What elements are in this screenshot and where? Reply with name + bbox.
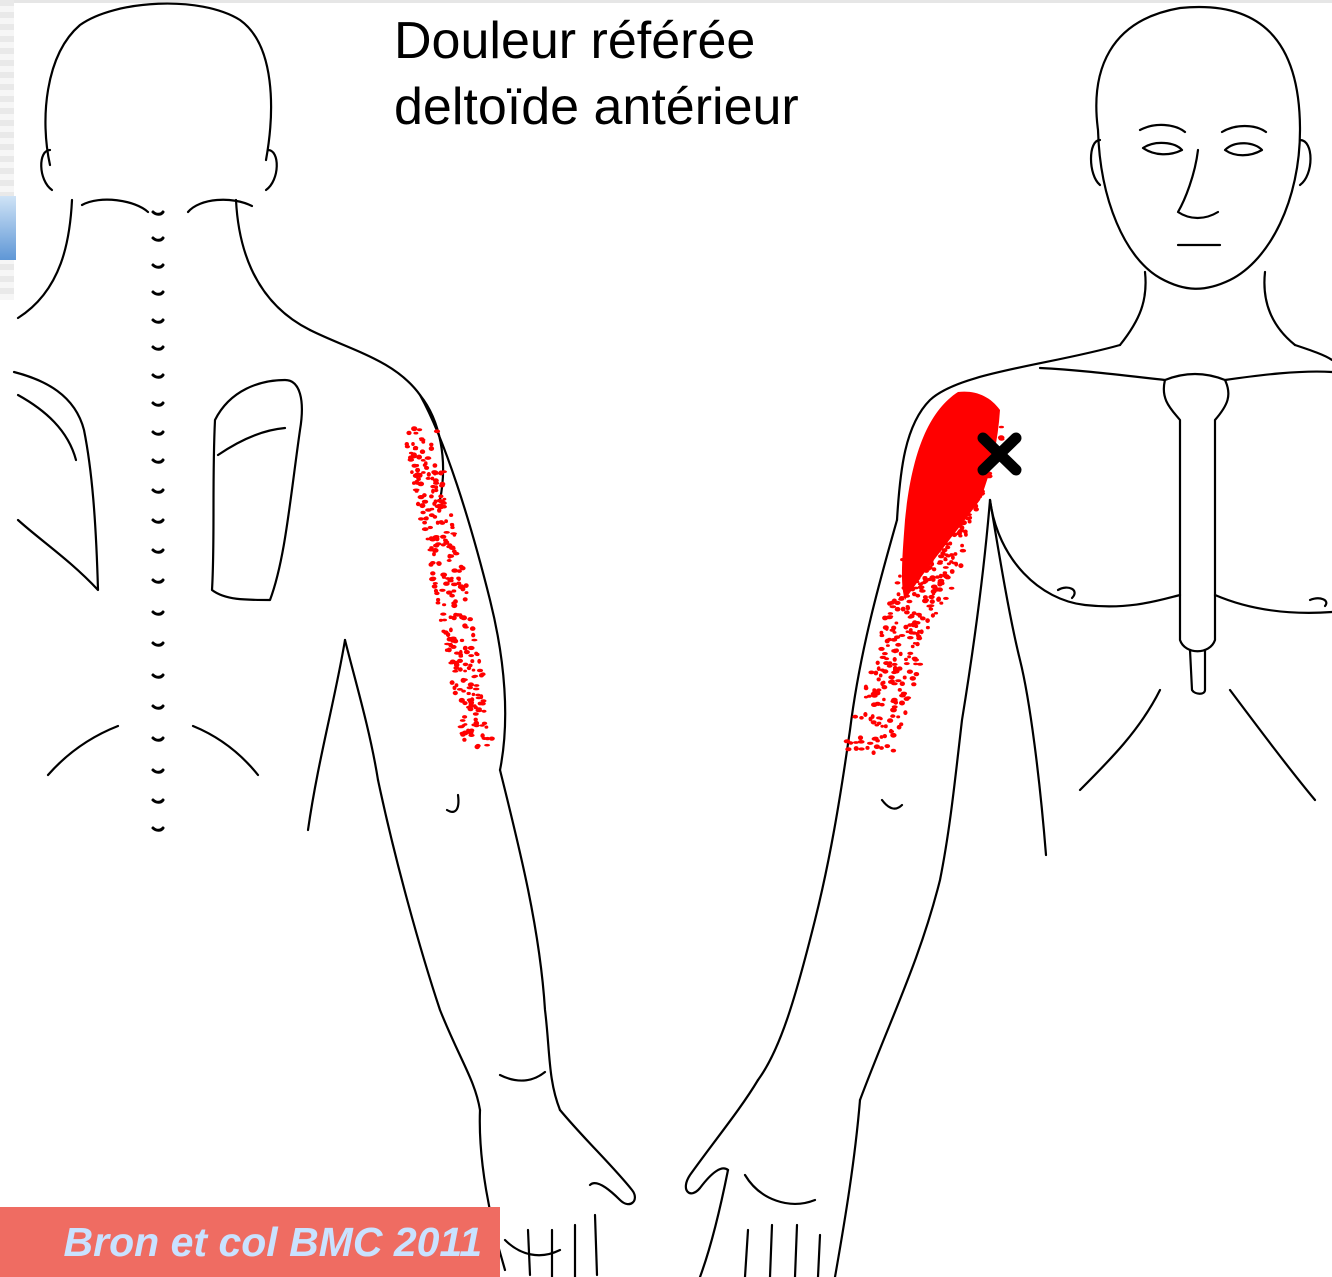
citation-text: Bron et col BMC 2011 [64, 1219, 500, 1266]
front-view-figure [686, 7, 1332, 1277]
spine-marks [153, 212, 163, 830]
back-referred-pain-area [405, 426, 495, 749]
title-line-2: deltoïde antérieur [394, 74, 799, 140]
back-view-figure [14, 4, 635, 1277]
slide-title: Douleur référée deltoïde antérieur [394, 8, 799, 140]
title-line-1: Douleur référée [394, 8, 799, 74]
citation-banner: Bron et col BMC 2011 [0, 1207, 500, 1277]
